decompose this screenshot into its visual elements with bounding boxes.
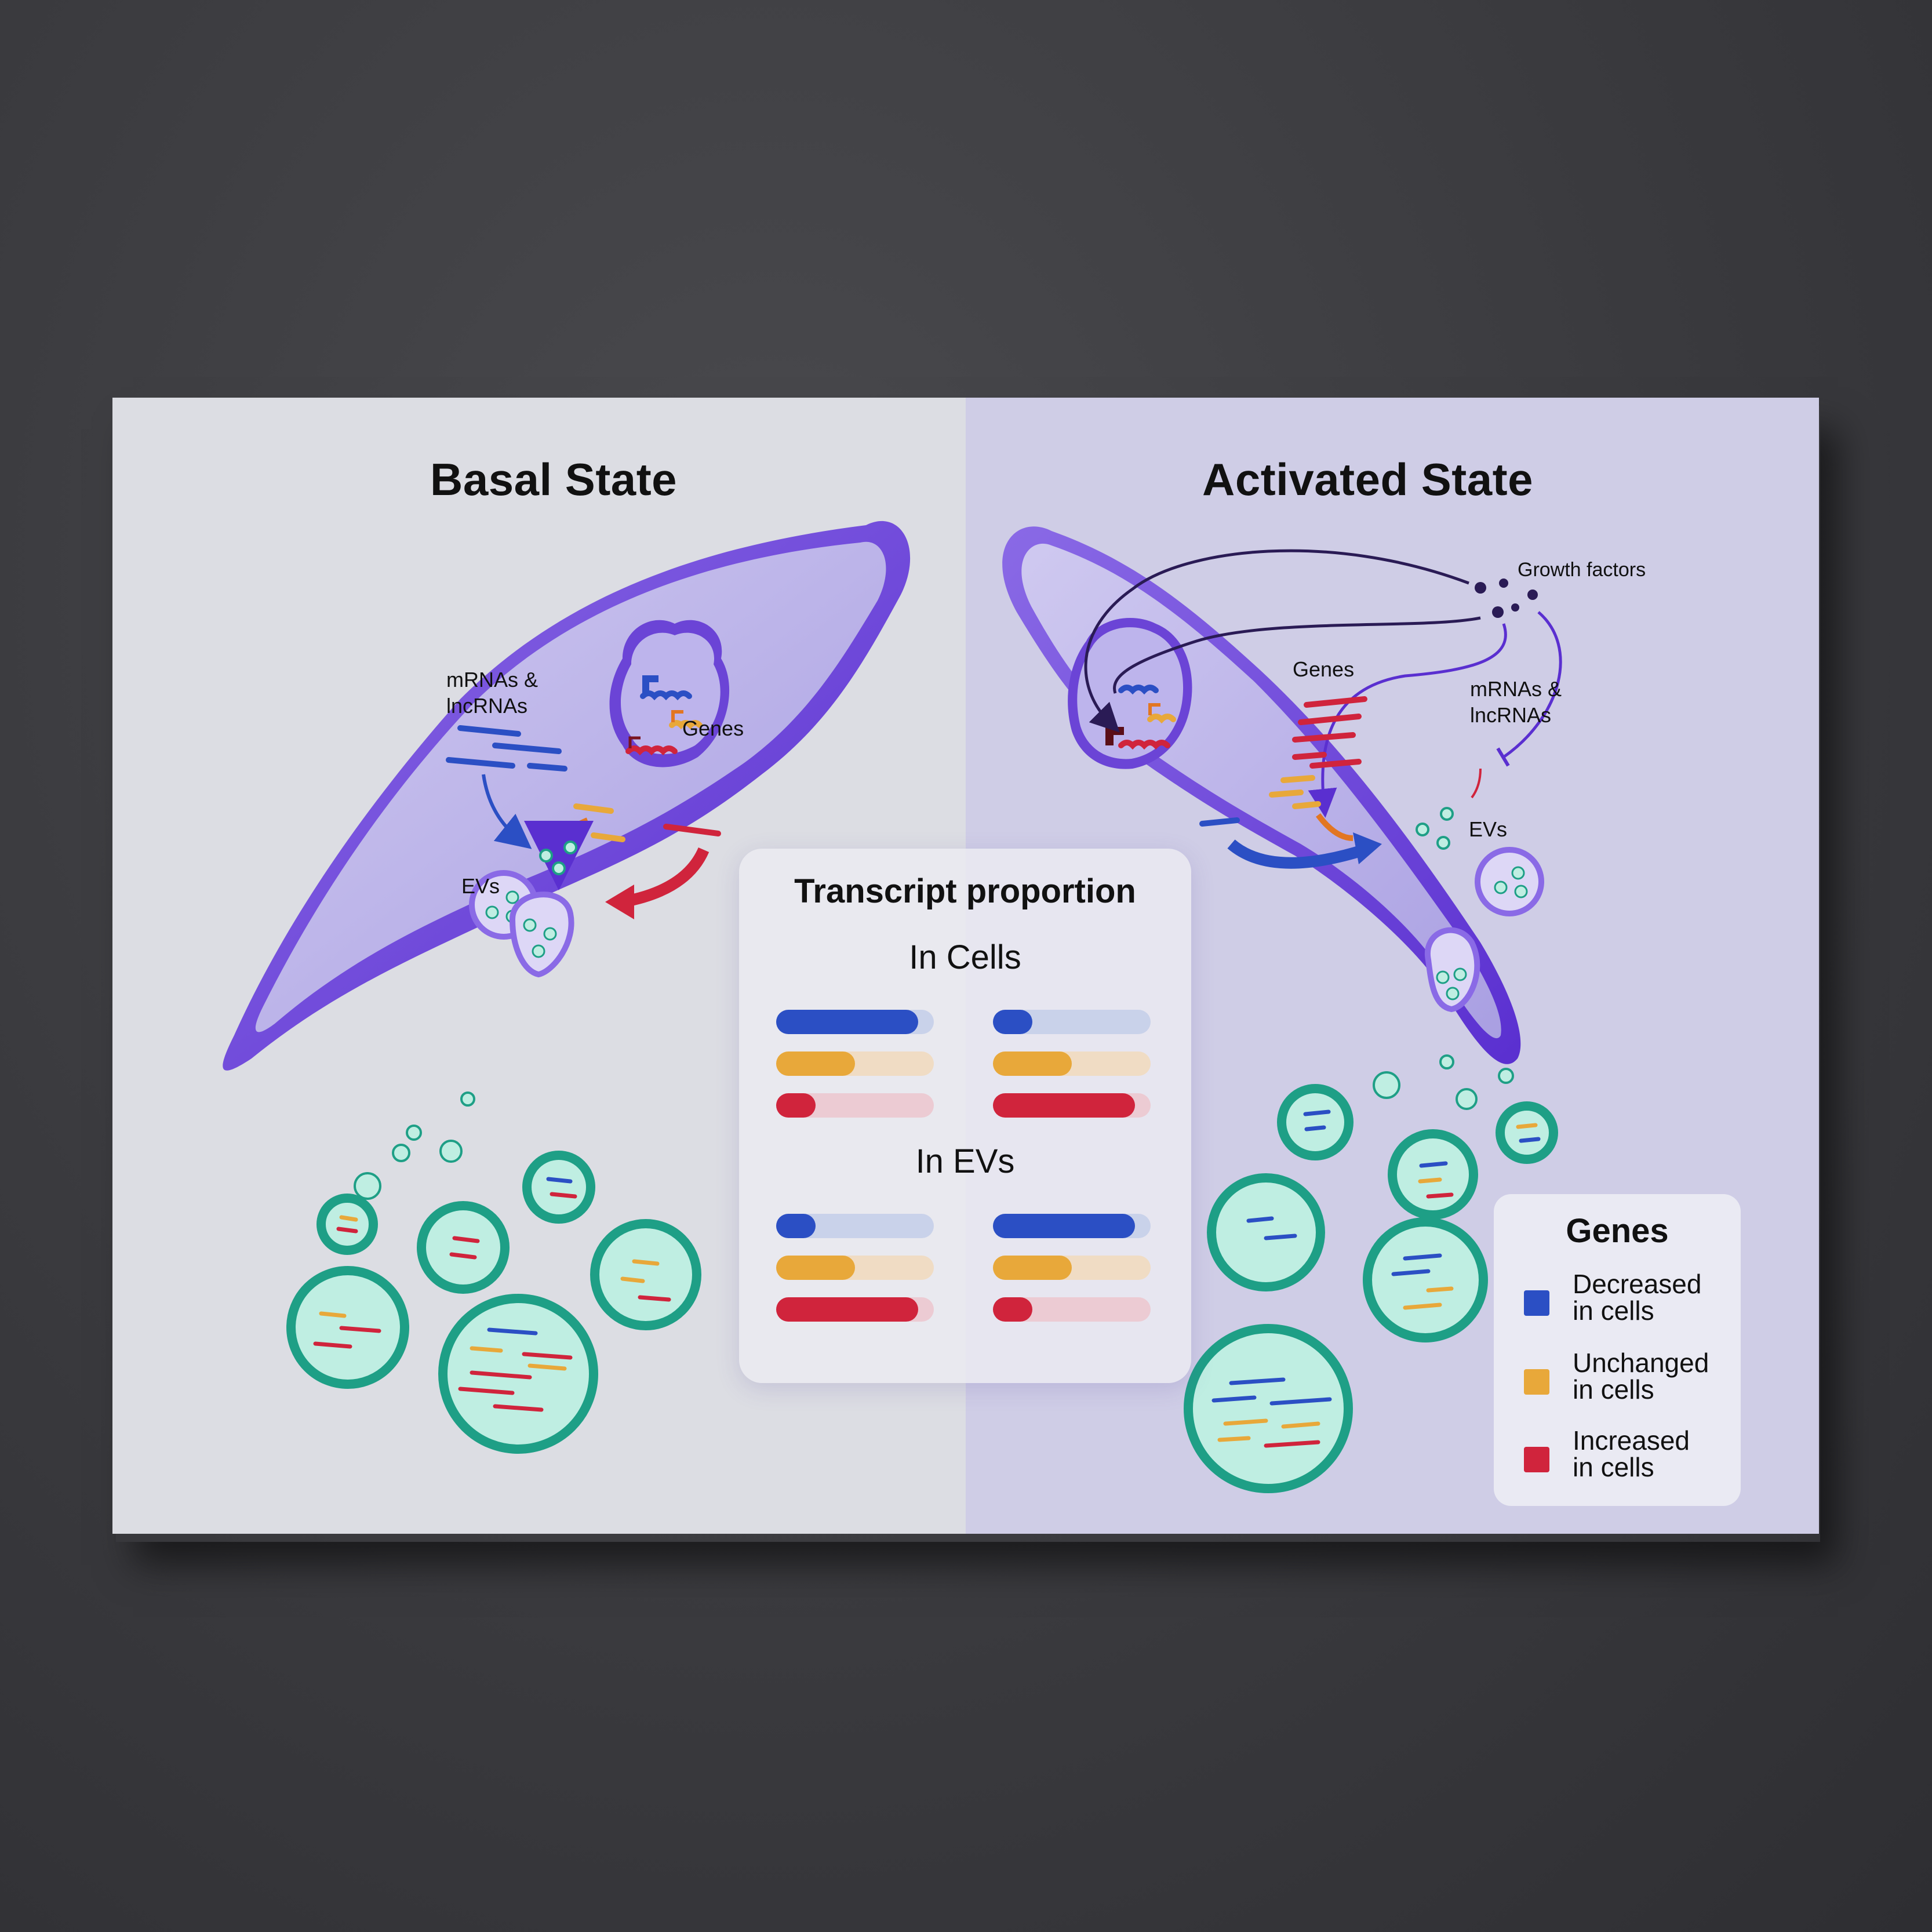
activated-rnas (1199, 696, 1367, 827)
bar-track-activated-decreased (993, 1214, 1151, 1238)
transcript-proportion-panel: Transcript proportion In Cells In EVs (739, 849, 1191, 1383)
in-evs-label: In EVs (915, 1143, 1015, 1180)
growth-factor-dots (1475, 578, 1538, 618)
signal-inhibit-bar (1496, 747, 1510, 767)
activated-rnas-label: mRNAs & lncRNAs (1470, 677, 1562, 727)
bar-track-activated-decreased (993, 1010, 1151, 1034)
basal-gene-blue-promoter (642, 675, 658, 693)
bar-fill-basal-increased (776, 1297, 918, 1322)
basal-cell-cytoplasm (255, 541, 886, 1032)
signal-inhibit (1502, 611, 1562, 759)
legend-item-unchanged: Unchanged in cells (1524, 1349, 1733, 1413)
activated-mvb (1475, 847, 1544, 916)
activated-small-evs (1416, 807, 1454, 850)
activated-gene-red (1118, 740, 1170, 750)
bar-track-basal-increased (776, 1297, 934, 1322)
legend-swatch-increased (1524, 1447, 1549, 1472)
basal-arrow-red (621, 847, 710, 908)
basal-gene-red-promoter (628, 736, 641, 748)
bar-fill-activated-increased (993, 1297, 1032, 1322)
basal-title: Basal State (430, 454, 678, 505)
activated-arrow-blue-head (1353, 832, 1382, 864)
bar-track-basal-decreased (776, 1214, 934, 1238)
activated-title: Activated State (1202, 454, 1534, 505)
basal-evs-label: EVs (461, 874, 500, 898)
bar-fill-basal-unchanged (776, 1256, 855, 1280)
legend-swatch-decreased (1524, 1290, 1549, 1316)
growth-factors-label: Growth factors (1518, 559, 1646, 581)
activated-evs-label: EVs (1469, 817, 1508, 841)
basal-genes-label: Genes (682, 716, 744, 740)
bar-fill-basal-decreased (776, 1010, 918, 1034)
activated-released-evs (1184, 1054, 1558, 1493)
poster: Basal State Activated State mRNAs & lncR… (112, 398, 1819, 1534)
activated-cell (1002, 526, 1562, 1064)
legend-text-unchanged: Unchanged in cells (1573, 1348, 1709, 1405)
basal-released-evs (286, 1091, 701, 1454)
basal-arrow-blue (482, 774, 532, 849)
bar-fill-activated-unchanged (993, 1051, 1072, 1076)
signal-arrow-1 (1084, 549, 1469, 733)
activated-arrow-orange (1316, 813, 1354, 841)
basal-gene-orange (669, 720, 703, 730)
bar-track-activated-unchanged (993, 1051, 1151, 1076)
legend-text-increased: Increased in cells (1573, 1425, 1690, 1482)
bar-fill-basal-unchanged (776, 1051, 855, 1076)
genes-legend: Genes Decreased in cells Unchanged in ce… (1494, 1194, 1741, 1506)
activated-arrow-blue (1227, 839, 1366, 869)
transcript-proportion-title: Transcript proportion (794, 872, 1136, 910)
basal-small-evs (539, 841, 577, 875)
signal-arrow-2 (1113, 616, 1481, 694)
basal-gene-orange-promoter (671, 710, 683, 722)
in-cells-label: In Cells (909, 938, 1021, 976)
activated-gene-blue (1118, 685, 1159, 695)
bar-fill-activated-increased (993, 1093, 1135, 1118)
legend-title: Genes (1566, 1212, 1669, 1250)
legend-swatch-unchanged (1524, 1369, 1549, 1395)
activated-budding-mvb (1424, 927, 1480, 1013)
cell-illustration (223, 521, 1562, 1493)
legend-item-increased: Increased in cells (1524, 1427, 1733, 1491)
bar-track-basal-unchanged (776, 1256, 934, 1280)
basal-cell (223, 521, 911, 1071)
activated-genes-label: Genes (1293, 657, 1355, 681)
bar-track-activated-increased (993, 1093, 1151, 1118)
bar-fill-activated-decreased (993, 1214, 1135, 1238)
legend-item-decreased: Decreased in cells (1524, 1271, 1733, 1334)
basal-rnas-label: mRNAs & lncRNAs (446, 668, 539, 718)
activated-arrow-red (1471, 768, 1482, 799)
activated-gene-orange-promoter (1148, 703, 1160, 715)
basal-gene-red (625, 745, 678, 756)
activated-gene-orange (1147, 714, 1176, 724)
bar-track-activated-increased (993, 1297, 1151, 1322)
legend-text-decreased: Decreased in cells (1573, 1269, 1702, 1326)
basal-arrow-red-head (605, 885, 634, 919)
bar-track-activated-unchanged (993, 1256, 1151, 1280)
bar-track-basal-unchanged (776, 1051, 934, 1076)
bar-track-basal-increased (776, 1093, 934, 1118)
bar-fill-basal-decreased (776, 1214, 816, 1238)
bar-fill-activated-unchanged (993, 1256, 1072, 1280)
bar-fill-activated-decreased (993, 1010, 1032, 1034)
bar-track-basal-decreased (776, 1010, 934, 1034)
basal-arrow-orange (524, 817, 594, 890)
bar-fill-basal-increased (776, 1093, 816, 1118)
basal-budding-mvb (509, 892, 574, 978)
basal-gene-blue (640, 690, 692, 701)
